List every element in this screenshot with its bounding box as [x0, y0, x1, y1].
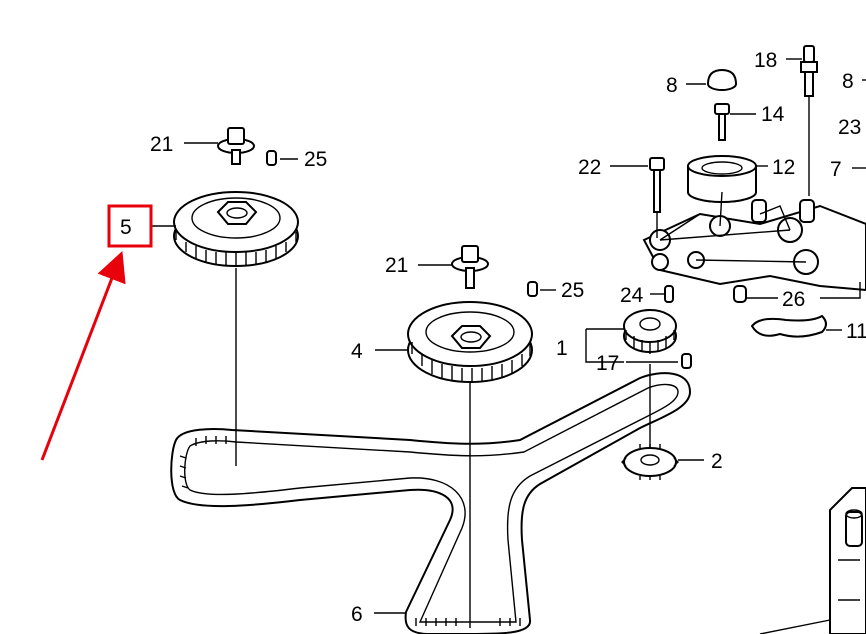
label-17: 17 [596, 352, 619, 375]
label-5: 5 [120, 216, 132, 239]
label-26: 26 [782, 288, 805, 311]
label-7: 7 [830, 158, 842, 181]
label-14: 14 [761, 103, 785, 126]
bolt-21-icon [451, 245, 489, 289]
highlight-arrow [40, 250, 126, 461]
label-1: 1 [556, 337, 568, 360]
leader-lines [152, 58, 866, 614]
bolt-21-icon [217, 127, 255, 165]
timing-belt-6-icon [170, 372, 692, 634]
engine-block-fragment-icon [759, 487, 866, 634]
crankshaft-pulley-2-icon [621, 364, 679, 480]
label-21-top: 21 [150, 133, 173, 156]
label-23: 23 [838, 116, 861, 139]
label-6: 6 [351, 603, 363, 626]
label-12: 12 [772, 156, 795, 179]
gear-1-icon [623, 309, 677, 354]
label-11: 11 [846, 320, 866, 343]
pin-17-icon [681, 353, 692, 369]
key-25-icon [266, 150, 277, 166]
label-18: 18 [754, 49, 777, 72]
camshaft-pulley-5-icon [173, 191, 299, 466]
highlight-box [107, 204, 153, 248]
key-25-icon [527, 281, 538, 297]
label-24: 24 [620, 284, 644, 307]
label-25-mid: 25 [561, 279, 584, 302]
camshaft-pulley-4-icon [407, 301, 533, 628]
label-25-top: 25 [304, 148, 327, 171]
part-labels: 5 21 25 21 25 4 6 1 17 2 24 26 11 22 12 … [120, 49, 866, 626]
label-8-right: 8 [842, 70, 854, 93]
label-22: 22 [578, 156, 601, 179]
label-4: 4 [351, 340, 363, 363]
label-2: 2 [711, 450, 723, 473]
label-21-mid: 21 [385, 254, 408, 277]
label-8-left: 8 [666, 74, 678, 97]
pin-24-icon [664, 285, 674, 303]
